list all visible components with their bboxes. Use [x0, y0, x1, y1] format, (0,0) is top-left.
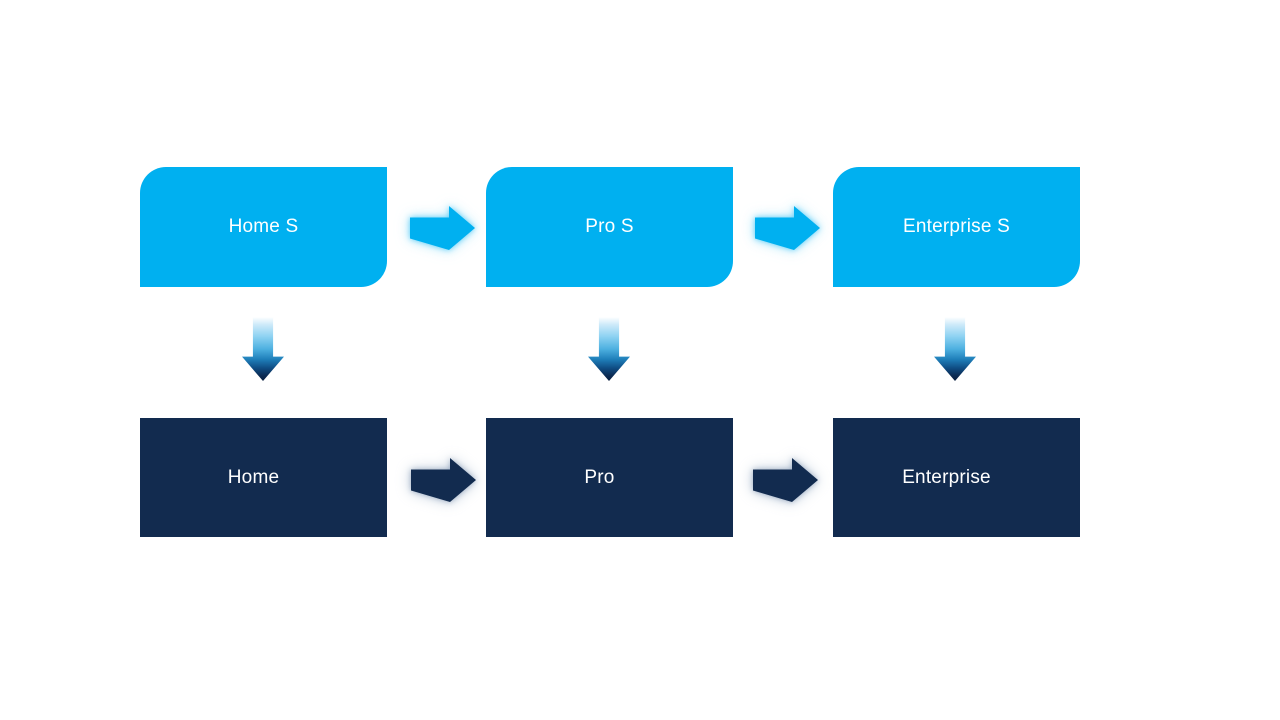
box-enterprise-s-label: Enterprise S	[903, 216, 1010, 237]
box-home-s-label: Home S	[228, 216, 299, 237]
right-arrow-icon	[411, 458, 476, 502]
box-enterprise-label: Enterprise	[902, 466, 991, 488]
box-enterprise: Enterprise	[833, 418, 1080, 537]
right-arrow-icon	[410, 206, 475, 250]
box-pro-label: Pro	[584, 466, 615, 488]
right-arrow-icon	[755, 206, 820, 250]
box-home: Home	[140, 418, 387, 537]
box-home-label: Home	[227, 466, 280, 488]
box-pro-s: Pro S	[486, 167, 733, 287]
down-arrow-icon	[242, 317, 284, 381]
box-enterprise-s: Enterprise S	[833, 167, 1080, 287]
box-pro: Pro	[486, 418, 733, 537]
down-arrow-icon	[588, 317, 630, 381]
box-home-s: Home S	[140, 167, 387, 287]
box-pro-s-label: Pro S	[585, 216, 634, 237]
down-arrow-icon	[934, 317, 976, 381]
right-arrow-icon	[753, 458, 818, 502]
